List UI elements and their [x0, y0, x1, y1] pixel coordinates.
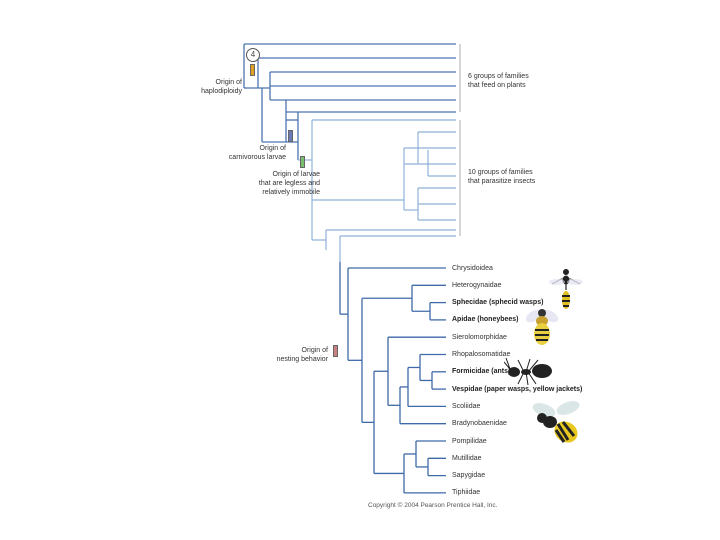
legless-larvae-marker — [300, 156, 305, 168]
carnivorous-larvae-marker — [288, 130, 293, 142]
taxon-label: Mutillidae — [452, 454, 482, 462]
taxon-label: Rhopalosomatidae — [452, 351, 511, 358]
taxon-label: Sierolomorphidae — [452, 333, 507, 341]
taxon-label: Apidae (honeybees) — [452, 316, 519, 324]
copyright-notice: Copyright © 2004 Pearson Prentice Hall, … — [368, 502, 498, 509]
aculeate-branches — [339, 262, 446, 494]
taxon-label: Pompilidae — [452, 437, 487, 445]
parasitoid-branches — [298, 119, 456, 262]
annotation-nesting-behavior: Origin of nesting behavior — [276, 347, 328, 363]
taxon-label: Formicidae (ants) — [452, 368, 511, 376]
taxon-label: Sapygidae — [452, 472, 486, 480]
taxon-label: Bradynobaenidae — [452, 420, 507, 428]
taxon-label: Tiphiidae — [452, 489, 481, 497]
taxon-label: Scoliidae — [452, 402, 481, 410]
nesting-behavior-marker — [333, 345, 338, 357]
annotation-legless-larvae: Origin of larvae that are legless and re… — [258, 171, 320, 196]
plant-feeder-branches — [243, 43, 456, 160]
honeybee-icon — [525, 309, 559, 345]
annotation-haplodiploidy: Origin of haplodiploidy — [201, 79, 242, 95]
taxon-label: Chrysidoidea — [452, 264, 493, 272]
haplodiploidy-marker — [250, 64, 255, 76]
group-label-parasitoids: 10 groups of families that parasitize in… — [468, 169, 536, 185]
sphecid-wasp-icon — [549, 269, 583, 309]
step-number-badge: 4 — [246, 48, 260, 62]
group-label-plant-feeders: 6 groups of families that feed on plants — [468, 73, 529, 89]
taxon-label: Heterogynaidae — [452, 281, 502, 289]
annotation-carnivorous-larvae: Origin of carnivorous larvae — [228, 145, 286, 161]
taxon-label: Sphecidae (sphecid wasps) — [452, 299, 544, 307]
taxon-label: Vespidae (paper wasps, yellow jackets) — [452, 385, 583, 393]
yellowjacket-icon — [532, 401, 580, 443]
ant-icon — [504, 357, 552, 386]
